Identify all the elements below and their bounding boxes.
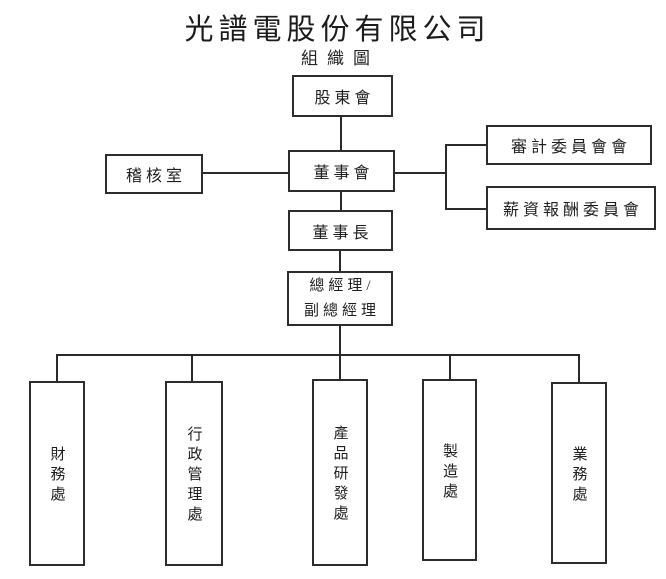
node-audit-office: 稽核室 [105, 154, 203, 194]
node-label: 稽核室 [125, 168, 186, 185]
node-label: 產品研發處 [331, 425, 348, 525]
node-division-admin-management: 行政管理處 [165, 381, 223, 566]
connector-committees-bracket [445, 144, 447, 210]
node-label: 董事會 [313, 165, 374, 182]
node-division-product-rnd: 產品研發處 [312, 379, 368, 566]
node-label: 財務處 [48, 446, 65, 506]
node-label: 審計委員會會 [510, 139, 631, 156]
node-label-line1: 總經理/ [309, 277, 375, 294]
connector-bracket-remuneration-committee [447, 208, 486, 210]
page-title: 光譜電股份有限公司 [184, 14, 491, 46]
chart-subtitle: 組織圖 [301, 49, 379, 68]
node-label: 股東會 [314, 90, 375, 107]
connector-chairman-gm [339, 251, 341, 271]
connector-board-committees [395, 172, 447, 174]
connector-drop-manufacturing [449, 354, 451, 379]
node-division-finance: 財務處 [29, 381, 85, 566]
node-audit-committee: 審計委員會會 [486, 125, 652, 165]
node-label: 業務處 [570, 445, 587, 506]
node-label: 製造處 [441, 442, 457, 503]
node-division-sales: 業務處 [551, 382, 607, 564]
connector-drop-admin [191, 354, 193, 381]
node-general-manager: 總經理/ 副總經理 [287, 271, 393, 326]
node-label: 行政管理處 [185, 426, 202, 526]
connector-drop-sales [578, 354, 580, 382]
node-label: 薪資報酬委員會 [502, 202, 643, 219]
node-label-line2: 副總經理 [303, 302, 380, 319]
node-division-manufacturing: 製造處 [422, 379, 477, 561]
connector-drop-finance [56, 354, 58, 381]
node-label: 董事長 [312, 224, 373, 242]
connector-drop-rnd [339, 354, 341, 379]
connector-board-chairman [340, 192, 342, 210]
connector-divisions-rail [56, 354, 580, 356]
connector-shareholders-board [340, 117, 342, 150]
connector-gm-rail [339, 326, 341, 356]
node-board-of-directors: 董事會 [288, 150, 395, 192]
node-remuneration-committee: 薪資報酬委員會 [486, 186, 656, 230]
node-shareholders-meeting: 股東會 [292, 75, 393, 117]
node-chairman: 董事長 [288, 210, 393, 251]
connector-bracket-audit-committee [447, 144, 486, 146]
connector-audit-office-board [203, 172, 288, 174]
